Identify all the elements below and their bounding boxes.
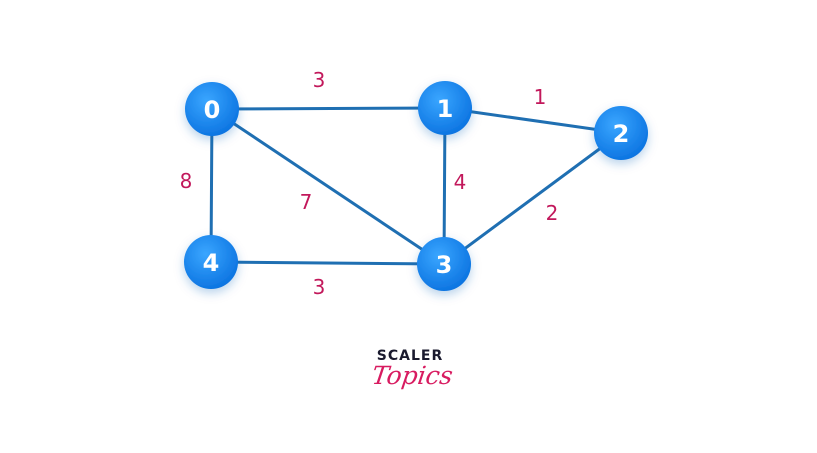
node-1: 1 — [418, 81, 472, 135]
edge-weight-2-3: 2 — [546, 201, 559, 225]
edges-layer — [209, 106, 623, 266]
node-label-3: 3 — [436, 251, 453, 279]
node-label-1: 1 — [437, 95, 454, 123]
edge-2-3 — [442, 131, 623, 266]
node-2: 2 — [594, 106, 648, 160]
node-circle-0 — [185, 82, 239, 136]
edge-4-3 — [209, 260, 446, 266]
weights-layer: 3 1 8 7 4 2 3 — [180, 68, 559, 299]
edge-weight-4-3: 3 — [313, 275, 326, 299]
node-circle-2 — [594, 106, 648, 160]
edge-0-3 — [210, 107, 446, 266]
nodes-layer: 0 1 2 3 4 — [184, 81, 648, 291]
logo-scaler-text: SCALER — [376, 348, 444, 364]
node-circle-4 — [184, 235, 238, 289]
node-0: 0 — [185, 82, 239, 136]
edge-weight-0-3: 7 — [300, 190, 313, 214]
edge-weight-1-2: 1 — [534, 85, 547, 109]
node-circle-3 — [417, 237, 471, 291]
node-label-2: 2 — [613, 120, 630, 148]
node-label-4: 4 — [203, 249, 220, 277]
edge-weight-0-4: 8 — [180, 169, 193, 193]
node-3: 3 — [417, 237, 471, 291]
edge-weight-1-3: 4 — [454, 170, 467, 194]
node-4: 4 — [184, 235, 238, 289]
logo-topics-text: Topics — [370, 361, 455, 390]
node-label-0: 0 — [204, 96, 221, 124]
edge-0-1 — [210, 106, 447, 111]
edge-weight-0-1: 3 — [313, 68, 326, 92]
node-circle-1 — [418, 81, 472, 135]
scaler-topics-logo: SCALER Topics — [370, 348, 455, 390]
edge-1-2 — [443, 106, 623, 135]
